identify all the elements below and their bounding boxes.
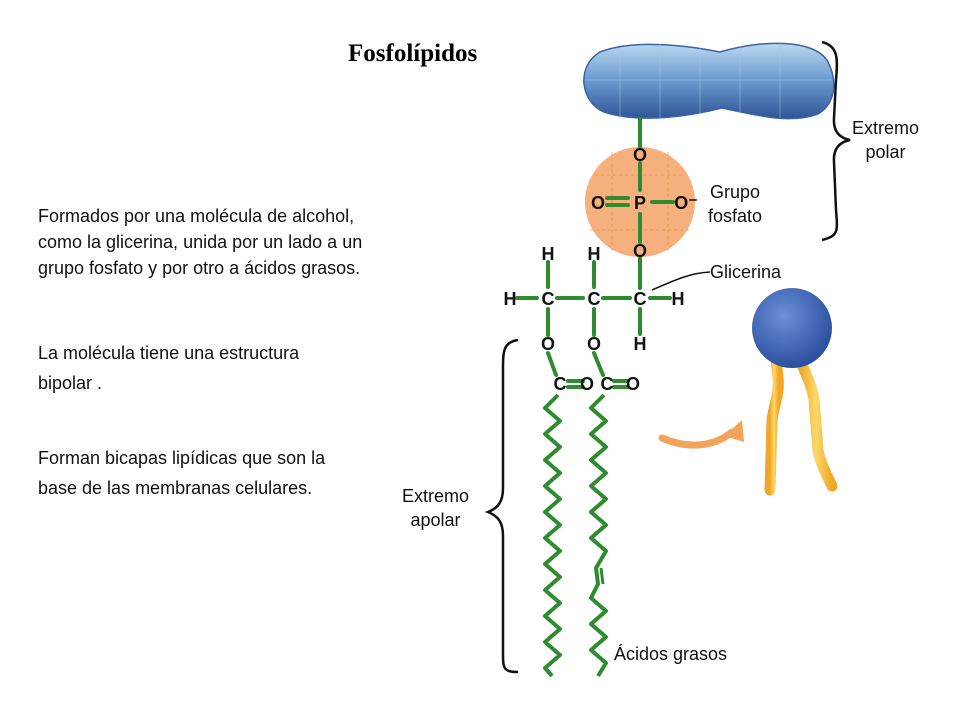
fatty-acid-chain-1: [543, 393, 562, 678]
atom-carbon: C: [542, 289, 555, 309]
phosphate-group-sphere: [585, 147, 695, 257]
atom-hydrogen: H: [504, 289, 517, 309]
description-line: base de las membranas celulares.: [38, 478, 313, 498]
atom-hydrogen: H: [588, 244, 601, 264]
glycerin-pointer: [651, 271, 711, 291]
apolar-brace: [484, 338, 519, 674]
polar-head-shape: [583, 42, 835, 120]
label-line: polar: [865, 142, 906, 162]
tail-icon-left: [764, 352, 784, 496]
head-icon-ball: [752, 288, 832, 368]
description-line: Forman bicapas lipídicas que son la: [38, 448, 326, 468]
page-title: Fosfolípidos: [348, 40, 478, 67]
atom-oxygen-minus: O⁻: [674, 193, 698, 213]
label-line: Grupo: [710, 182, 761, 202]
atom-oxygen: O: [626, 374, 640, 394]
label-glycerin: Glicerina: [710, 262, 782, 282]
label-polar-end: Extremo polar: [852, 116, 919, 164]
atom-oxygen: O: [587, 334, 601, 354]
description-paragraph-2: La molécula tiene una estructura bipolar…: [38, 338, 299, 398]
description-paragraph-3: Forman bicapas lipídicas que son la base…: [38, 443, 325, 503]
description-line: grupo fosfato y por otro a ácidos grasos…: [38, 258, 361, 278]
fatty-acid-chain-2: [589, 393, 608, 678]
label-line: Extremo: [852, 118, 920, 138]
label-phosphate-group: Grupo fosfato: [708, 180, 762, 228]
label-line: Extremo: [402, 486, 470, 506]
atom-oxygen: O: [591, 193, 605, 213]
description-line: La molécula tiene una estructura: [38, 343, 300, 363]
label-line: apolar: [410, 510, 461, 530]
label-apolar-end: Extremo apolar: [402, 484, 469, 532]
atom-oxygen: O: [580, 374, 594, 394]
description-line: bipolar .: [38, 373, 103, 393]
bonds: [515, 116, 675, 389]
description-line: como la glicerina, unida por un lado a u…: [38, 232, 363, 252]
transform-arrow-head: [724, 420, 744, 442]
atom-carbon: C: [554, 374, 567, 394]
label-fatty-acids: Ácidos grasos: [614, 644, 728, 664]
atom-hydrogen: H: [634, 334, 647, 354]
atom-carbon: C: [588, 289, 601, 309]
head-grid-lines: [585, 42, 832, 120]
double-bond-mark: [599, 567, 605, 585]
polar-brace: [821, 40, 851, 242]
atom-oxygen: O: [633, 241, 647, 261]
description-paragraph-1: Formados por una molécula de alcohol, co…: [38, 203, 362, 281]
atom-labels: O P O O⁻ O H H H C C C H H O O C O C O: [504, 145, 698, 394]
description-line: Formados por una molécula de alcohol,: [38, 206, 355, 226]
tail-icon-right: [794, 352, 838, 492]
atom-oxygen: O: [633, 145, 647, 165]
atom-carbon: C: [634, 289, 647, 309]
atom-carbon: C: [601, 374, 614, 394]
atom-oxygen: O: [541, 334, 555, 354]
atom-phosphorus: P: [634, 193, 646, 213]
atom-hydrogen: H: [542, 244, 555, 264]
atom-hydrogen: H: [672, 289, 685, 309]
transform-arrow: [658, 428, 736, 449]
label-line: fosfato: [708, 206, 763, 226]
